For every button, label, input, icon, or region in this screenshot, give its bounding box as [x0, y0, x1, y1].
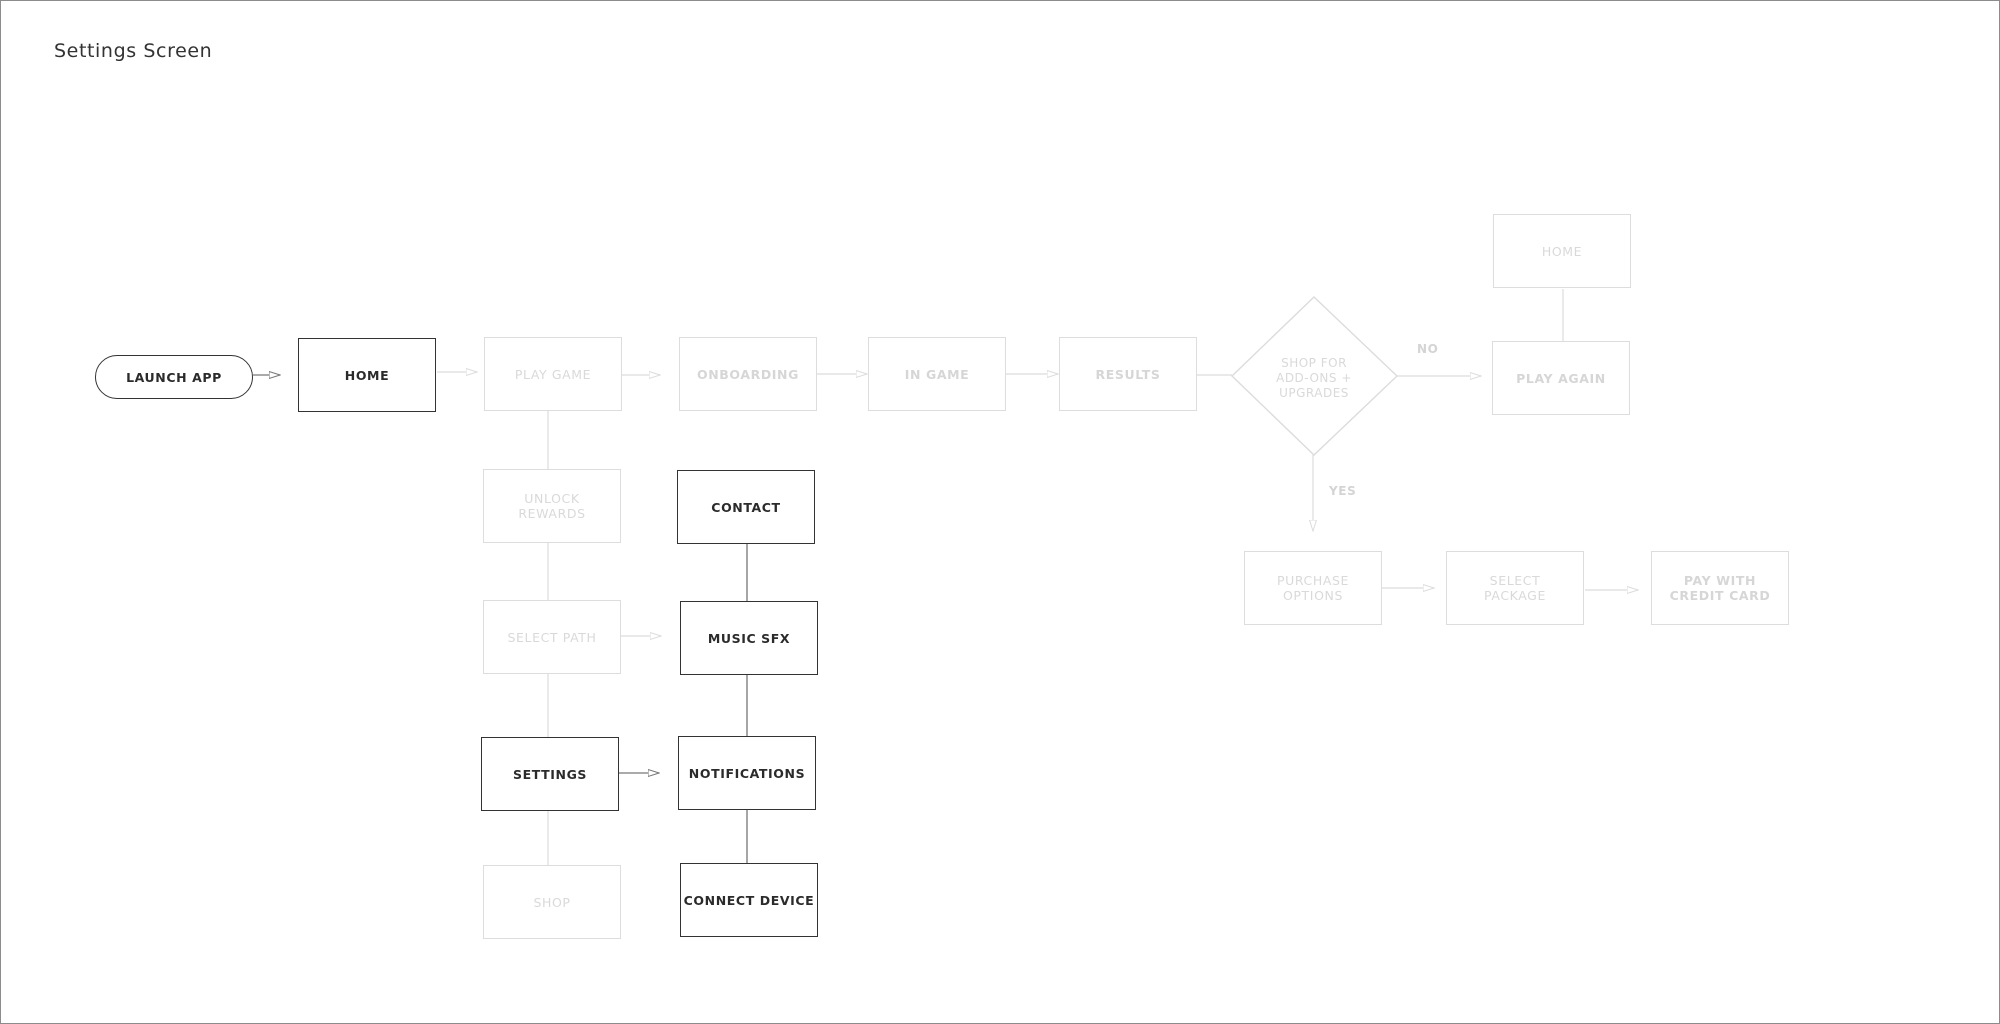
home-top-node[interactable]: HOME	[1493, 214, 1631, 288]
edge-label-no: NO	[1417, 342, 1439, 356]
shop-label: SHOP	[533, 894, 571, 910]
notifications-label: NOTIFICATIONS	[688, 765, 806, 781]
unlock-rewards-node[interactable]: UNLOCK REWARDS	[483, 469, 621, 543]
contact-node[interactable]: CONTACT	[677, 470, 815, 544]
results-node[interactable]: RESULTS	[1059, 337, 1197, 411]
home-label: HOME	[344, 367, 390, 383]
connect-device-label: CONNECT DEVICE	[683, 892, 815, 908]
launch-app-node[interactable]: LAUNCH APP	[95, 355, 253, 399]
play-again-node[interactable]: PLAY AGAIN	[1492, 341, 1630, 415]
play-game-node[interactable]: PLAY GAME	[484, 337, 622, 411]
shop-decision-label: SHOP FOR ADD-ONS + UPGRADES	[1276, 356, 1352, 400]
launch-app-label: LAUNCH APP	[126, 369, 222, 385]
shop-node[interactable]: SHOP	[483, 865, 621, 939]
onboarding-label: ONBOARDING	[697, 366, 799, 382]
home-node[interactable]: HOME	[298, 338, 436, 412]
settings-node[interactable]: SETTINGS	[481, 737, 619, 811]
in-game-node[interactable]: IN GAME	[868, 337, 1006, 411]
in-game-label: IN GAME	[904, 366, 970, 382]
shop-decision-diamond	[1230, 296, 1399, 456]
notifications-node[interactable]: NOTIFICATIONS	[678, 736, 816, 810]
page-title: Settings Screen	[54, 40, 213, 62]
purchase-options-node[interactable]: PURCHASE OPTIONS	[1244, 551, 1382, 625]
home-top-label: HOME	[1541, 243, 1583, 259]
select-package-label: SELECT PACKAGE	[1484, 573, 1546, 603]
music-sfx-node[interactable]: MUSIC SFX	[680, 601, 818, 675]
unlock-rewards-label: UNLOCK REWARDS	[518, 491, 586, 521]
purchase-options-label: PURCHASE OPTIONS	[1276, 573, 1350, 603]
pay-with-credit-card-node[interactable]: PAY WITH CREDIT CARD	[1651, 551, 1789, 625]
onboarding-node[interactable]: ONBOARDING	[679, 337, 817, 411]
select-package-node[interactable]: SELECT PACKAGE	[1446, 551, 1584, 625]
edge-label-yes: YES	[1329, 484, 1357, 498]
settings-label: SETTINGS	[512, 766, 588, 782]
contact-label: CONTACT	[711, 499, 781, 515]
music-sfx-label: MUSIC SFX	[707, 630, 791, 646]
play-game-label: PLAY GAME	[514, 366, 592, 382]
play-again-label: PLAY AGAIN	[1516, 370, 1606, 386]
select-path-label: SELECT PATH	[507, 629, 597, 645]
pay-with-credit-card-label: PAY WITH CREDIT CARD	[1669, 573, 1771, 603]
select-path-node[interactable]: SELECT PATH	[483, 600, 621, 674]
connect-device-node[interactable]: CONNECT DEVICE	[680, 863, 818, 937]
results-label: RESULTS	[1095, 366, 1161, 382]
